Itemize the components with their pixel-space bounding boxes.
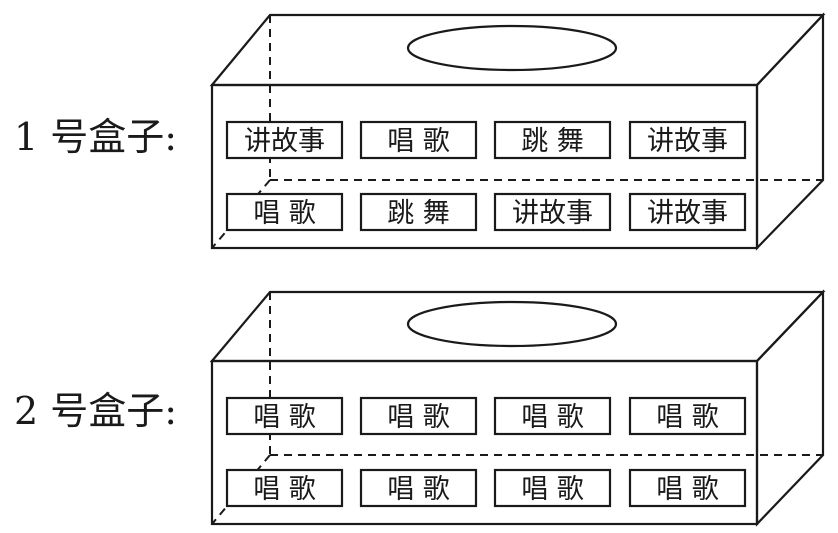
card-label: 唱 歌	[521, 402, 584, 433]
box-1-label: 1 号盒子:	[14, 115, 177, 159]
box-2-side-face	[755, 289, 825, 527]
card-label: 唱 歌	[521, 474, 584, 505]
card: 讲故事	[628, 192, 747, 232]
card-label: 讲故事	[647, 126, 728, 157]
card-label: 唱 歌	[387, 126, 450, 157]
card: 讲故事	[628, 120, 747, 160]
card: 跳 舞	[493, 120, 612, 160]
card: 唱 歌	[225, 396, 344, 436]
card: 唱 歌	[628, 468, 747, 508]
card-label: 讲故事	[647, 198, 728, 229]
card: 跳 舞	[359, 192, 478, 232]
card-label: 唱 歌	[387, 474, 450, 505]
card: 唱 歌	[493, 468, 612, 508]
box-2: 2 号盒子: 唱 歌 唱 歌 唱 歌 唱 歌 唱	[14, 289, 826, 527]
box-1: 1 号盒子: 讲故事 唱 歌 跳 舞 讲故事 唱	[14, 12, 826, 251]
card-label: 唱 歌	[656, 474, 719, 505]
card: 唱 歌	[359, 120, 478, 160]
box-1-side-face	[755, 12, 825, 251]
box-2-top-opening	[406, 300, 618, 348]
card: 唱 歌	[225, 468, 344, 508]
card-label: 唱 歌	[253, 474, 316, 505]
card: 唱 歌	[225, 192, 344, 232]
card-label: 唱 歌	[253, 198, 316, 229]
box-2-label: 2 号盒子:	[14, 389, 177, 433]
card: 唱 歌	[359, 396, 478, 436]
box-1-top-opening	[406, 24, 618, 72]
card-label: 唱 歌	[387, 402, 450, 433]
card-label: 跳 舞	[387, 198, 450, 229]
card-label: 讲故事	[244, 126, 325, 157]
card: 讲故事	[225, 120, 344, 160]
card-label: 唱 歌	[656, 402, 719, 433]
card: 唱 歌	[628, 396, 747, 436]
card-label: 跳 舞	[521, 126, 584, 157]
card: 唱 歌	[493, 396, 612, 436]
card: 唱 歌	[359, 468, 478, 508]
card: 讲故事	[493, 192, 612, 232]
card-label: 唱 歌	[253, 402, 316, 433]
card-label: 讲故事	[512, 198, 593, 229]
